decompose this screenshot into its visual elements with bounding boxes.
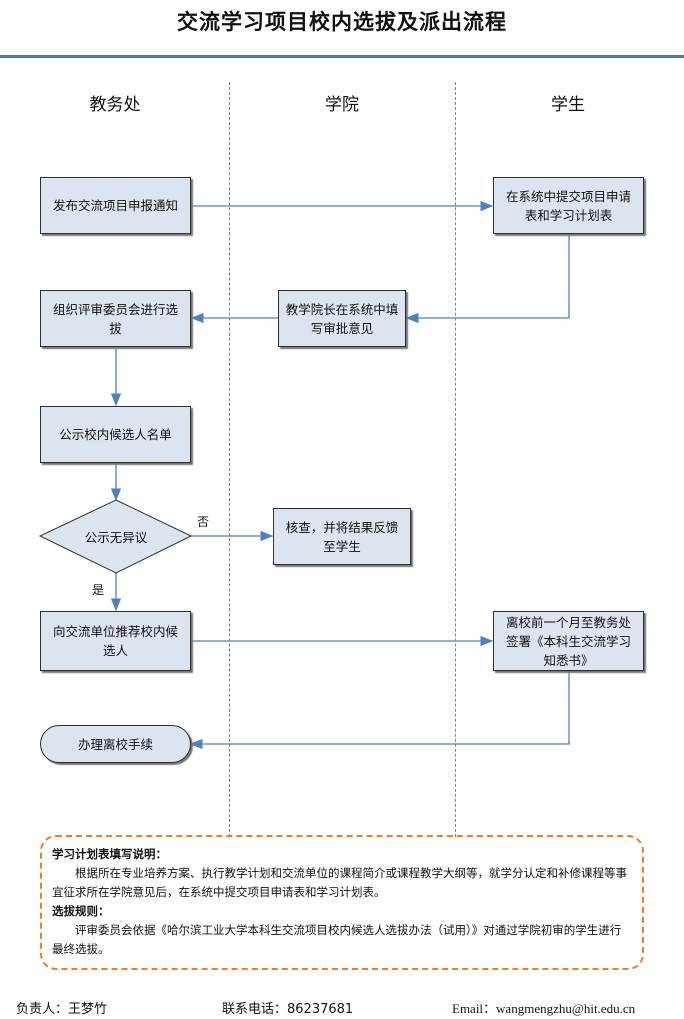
edge-label-no: 否	[197, 515, 210, 529]
arrow-sign-to-depart	[189, 671, 570, 750]
decision-diamond	[38, 499, 193, 574]
node-committee-selection: 组织评审委员会进行选拔	[40, 290, 191, 347]
node-no-objection: 公示无异议	[84, 530, 148, 545]
node-sign-notice: 离校前一个月至教务处签署《本科生交流学习知悉书》	[493, 611, 644, 671]
node-verify-feedback: 核查，并将结果反馈至学生	[273, 508, 411, 565]
selection-rules-heading: 选拔规则：	[52, 904, 110, 918]
footer-phone: 联系电话：86237681	[222, 1002, 354, 1017]
selection-rules-text: 评审委员会依据《哈尔滨工业大学本科生交流项目校内候选人选拔办法（试用）》对通过学…	[52, 923, 622, 956]
plan-instructions-heading: 学习计划表填写说明：	[52, 847, 167, 861]
plan-instructions-text: 根据所在专业培养方案、执行教学计划和交流单位的课程简介或课程教学大纲等，就学分认…	[52, 866, 627, 899]
node-publish-notice: 发布交流项目申报通知	[40, 177, 191, 234]
footer-email[interactable]: Email：wangmengzhu@hit.edu.cn	[452, 1001, 636, 1016]
lane-divider-1	[229, 82, 230, 837]
edge-label-yes: 是	[92, 583, 105, 597]
notes-panel: 学习计划表填写说明： 根据所在专业培养方案、执行教学计划和交流单位的课程简介或课…	[40, 835, 644, 970]
footer-contact-person: 负责人：王梦竹	[16, 1002, 108, 1017]
lane-header-student: 学生	[551, 95, 585, 115]
node-dean-approval: 教学院长在系统中填写审批意见	[278, 290, 406, 347]
title-rule	[0, 55, 684, 58]
lane-divider-2	[455, 82, 456, 837]
lane-header-academic-affairs: 教务处	[89, 95, 141, 115]
node-submit-application: 在系统中提交项目申请表和学习计划表	[493, 177, 644, 234]
lane-header-college: 学院	[325, 95, 359, 115]
node-departure-procedures: 办理离校手续	[40, 725, 191, 763]
node-announce-candidates: 公示校内候选人名单	[40, 406, 191, 463]
node-recommend-candidates: 向交流单位推荐校内候选人	[40, 611, 191, 671]
arrow-apply-to-dean	[405, 234, 570, 324]
page-title: 交流学习项目校内选拔及派出流程	[177, 10, 507, 34]
